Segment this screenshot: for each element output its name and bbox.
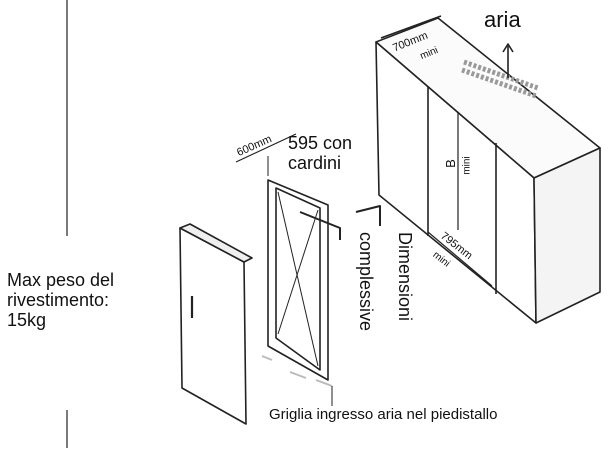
hinge-bracket-1 bbox=[299, 211, 341, 240]
frame-cross-2 bbox=[277, 209, 319, 335]
cladding-panel-edge bbox=[179, 223, 253, 263]
door-frame-inner bbox=[275, 187, 321, 371]
max-weight-line2: rivestimento: bbox=[7, 290, 110, 310]
hinge-bracket-2 bbox=[355, 205, 381, 226]
cabinet-side bbox=[533, 147, 601, 324]
air-label: aria bbox=[484, 7, 521, 32]
max-weight-line1: Max peso del bbox=[7, 270, 115, 290]
vent-grille-icon bbox=[461, 59, 539, 99]
dim-600-line bbox=[235, 133, 297, 163]
dim-795-line bbox=[427, 231, 493, 287]
height-b-label: B bbox=[442, 159, 458, 168]
grille-note-label: Griglia ingresso aria nel piedistallo bbox=[269, 406, 498, 423]
note-595-line2: cardini bbox=[288, 153, 342, 173]
note-595-line1: 595 con bbox=[288, 133, 353, 153]
complessive-label: complessive bbox=[356, 232, 376, 332]
height-b-sub-label: mini bbox=[461, 156, 473, 175]
frame-cross-1 bbox=[277, 191, 319, 367]
dim-700-line bbox=[380, 15, 442, 39]
air-arrow-head bbox=[502, 43, 514, 53]
dimensioni-label: Dimensioni bbox=[395, 232, 415, 322]
pedestal-grille-icon bbox=[261, 355, 333, 387]
max-weight-line3: 15kg bbox=[7, 310, 47, 330]
